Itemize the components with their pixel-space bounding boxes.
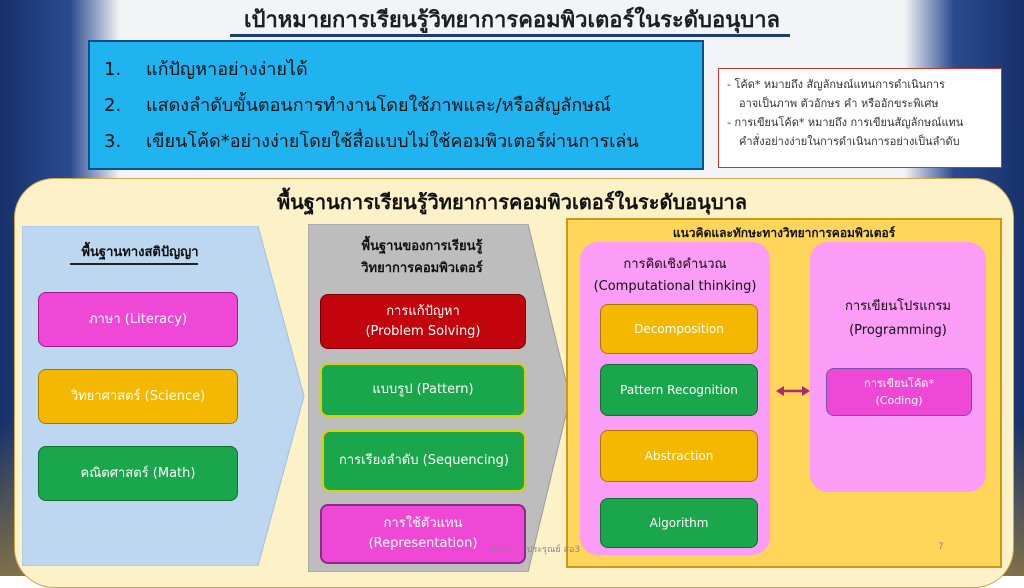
foundation-title: พื้นฐานการเรียนรู้วิทยาการคอมพิวเตอร์ในร…	[276, 190, 748, 214]
ct-title-line1: การคิดเชิงคำนวณ	[623, 257, 727, 272]
programming-title-line2: (Programming)	[849, 323, 947, 338]
col1-title: พื้นฐานทางสติปัญญา	[81, 245, 199, 260]
col2-title-line2: วิทยาการคอมพิวเตอร์	[361, 261, 483, 276]
ct-algorithm: Algorithm	[600, 498, 758, 548]
intellect-item-science: วิทยาศาสตร์ (Science)	[38, 369, 238, 424]
item-line2: (Representation)	[368, 536, 478, 551]
footer-text: ...พิชญา... ประรุณย์ สอ3	[482, 545, 581, 555]
note-line: - โค้ด* หมายถึง สัญลักษณ์แทนการดำเนินการ	[727, 78, 945, 91]
cs-foundation-problem-solving: การแก้ปัญหา (Problem Solving)	[320, 294, 526, 349]
goal-item-3: 3. เขียนโค้ด*อย่างง่ายโดยใช้สื่อแบบไม่ใช…	[104, 124, 688, 160]
double-arrow-icon	[776, 386, 810, 396]
goal-item-2: 2. แสดงลำดับขั้นตอนการทำงานโดยใช้ภาพและ/…	[104, 88, 688, 124]
programming-panel	[810, 242, 986, 492]
goal-number: 3.	[104, 131, 122, 152]
goal-item-1: 1. แก้ปัญหาอย่างง่ายได้	[104, 52, 688, 88]
programming-title-line1: การเขียนโปรแกรม	[844, 299, 951, 314]
cs-foundation-pattern: แบบรูป (Pattern)	[320, 363, 526, 417]
note-line: คำสั่งอย่างง่ายในการดำเนินการอย่างเป็นลำ…	[739, 135, 960, 148]
goals-box: 1. แก้ปัญหาอย่างง่ายได้ 2. แสดงลำดับขั้น…	[88, 40, 704, 170]
goal-text: เขียนโค้ด*อย่างง่ายโดยใช้สื่อแบบไม่ใช้คอ…	[146, 131, 639, 152]
item-line1: การแก้ปัญหา	[386, 303, 460, 319]
ct-abstraction: Abstraction	[600, 430, 758, 482]
definition-note: - โค้ด* หมายถึง สัญลักษณ์แทนการดำเนินการ…	[718, 68, 1002, 168]
item-line2: (Problem Solving)	[365, 323, 481, 339]
note-line: - การเขียนโค้ด* หมายถึง การเขียนสัญลักษณ…	[727, 116, 964, 129]
page-number: 7	[938, 542, 944, 552]
coding-line2: (Coding)	[875, 394, 923, 407]
title-underline	[230, 34, 790, 37]
goal-number: 2.	[104, 95, 122, 116]
note-line: อาจเป็นภาพ ตัวอักษร คำ หรืออักขระพิเศษ	[739, 97, 939, 110]
col2-title-line1: พื้นฐานของการเรียนรู้	[361, 239, 483, 254]
ct-title-line2: (Computational thinking)	[593, 279, 757, 294]
coding-line1: การเขียนโค้ด*	[864, 377, 934, 390]
cs-foundation-sequencing: การเรียงลำดับ (Sequencing)	[322, 430, 526, 492]
slide-title: เป้าหมายการเรียนรู้วิทยาการคอมพิวเตอร์ใน…	[243, 8, 781, 33]
ct-decomposition: Decomposition	[600, 304, 758, 354]
intellect-item-literacy: ภาษา (Literacy)	[38, 292, 238, 347]
cs-concepts-title: แนวคิดและทักษะทางวิทยาการคอมพิวเตอร์	[672, 226, 896, 240]
ct-pattern-recognition: Pattern Recognition	[600, 364, 758, 416]
intellect-item-math: คณิตศาสตร์ (Math)	[38, 446, 238, 501]
goal-number: 1.	[104, 59, 122, 80]
item-line1: การใช้ตัวแทน	[383, 516, 463, 531]
goal-text: แสดงลำดับขั้นตอนการทำงานโดยใช้ภาพและ/หรื…	[146, 95, 611, 116]
goal-text: แก้ปัญหาอย่างง่ายได้	[146, 59, 308, 80]
cs-foundation-representation: การใช้ตัวแทน (Representation)	[320, 504, 526, 564]
col1-title-underline	[70, 263, 198, 265]
coding-box: การเขียนโค้ด* (Coding)	[826, 368, 972, 416]
